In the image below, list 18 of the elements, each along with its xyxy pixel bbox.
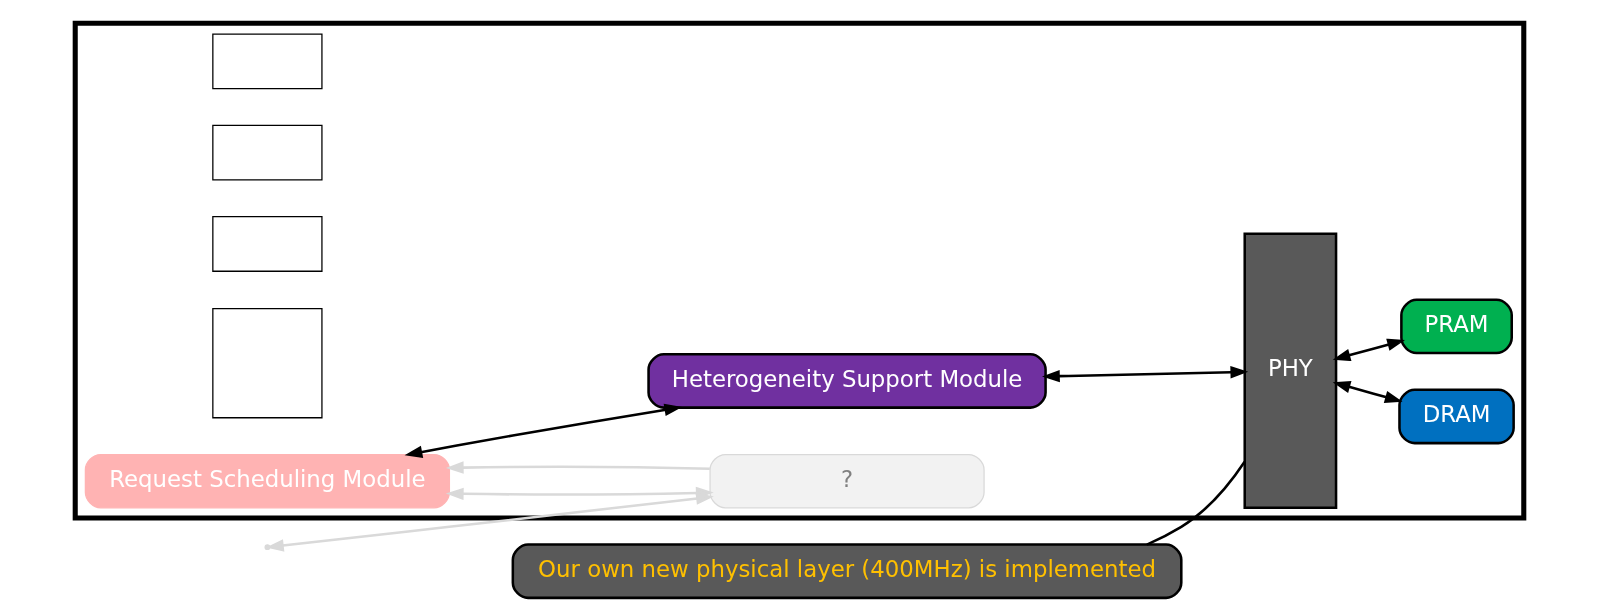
node-box: Our own new physical layer (400MHz) is implemented <box>511 543 1183 600</box>
node-box: DRAM <box>1397 388 1515 445</box>
arrow <box>1041 365 1248 383</box>
node-box <box>211 308 323 419</box>
node-box <box>211 124 323 181</box>
arrow <box>445 461 710 474</box>
node-box: Heterogeneity Support Module <box>646 353 1047 409</box>
arrow <box>404 403 682 459</box>
cluster <box>72 20 1526 521</box>
connector <box>1145 461 1246 546</box>
node-box: Request Scheduling Module <box>84 453 450 509</box>
node-box <box>211 216 323 272</box>
arrow <box>1332 338 1405 362</box>
node-box <box>211 33 323 90</box>
node-box: PRAM <box>1399 298 1513 355</box>
arrow <box>1332 381 1403 403</box>
node-box: PHY <box>1242 232 1337 510</box>
node-box: ? <box>708 453 985 509</box>
